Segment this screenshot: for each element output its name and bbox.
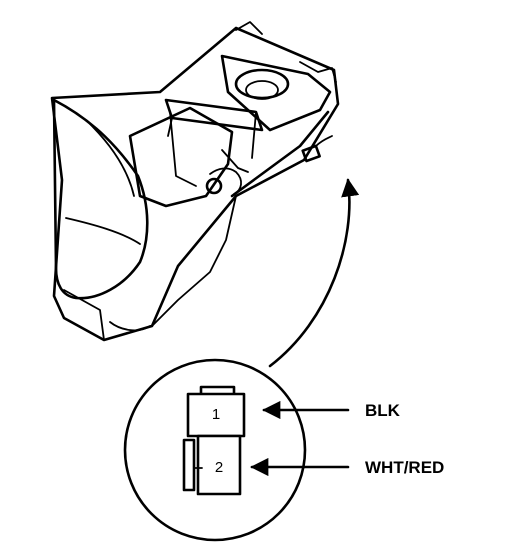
detail-circle: [123, 358, 307, 542]
connector-housing: [182, 385, 246, 496]
pin-1-wire-color: BLK: [365, 401, 401, 420]
leader-arrow: [268, 178, 360, 368]
center-console-illustration: [50, 21, 340, 342]
pin-2-label: 2: [215, 459, 223, 476]
pin-1-label: 1: [212, 406, 220, 423]
pin-2-wire-color: WHT/RED: [365, 458, 444, 477]
